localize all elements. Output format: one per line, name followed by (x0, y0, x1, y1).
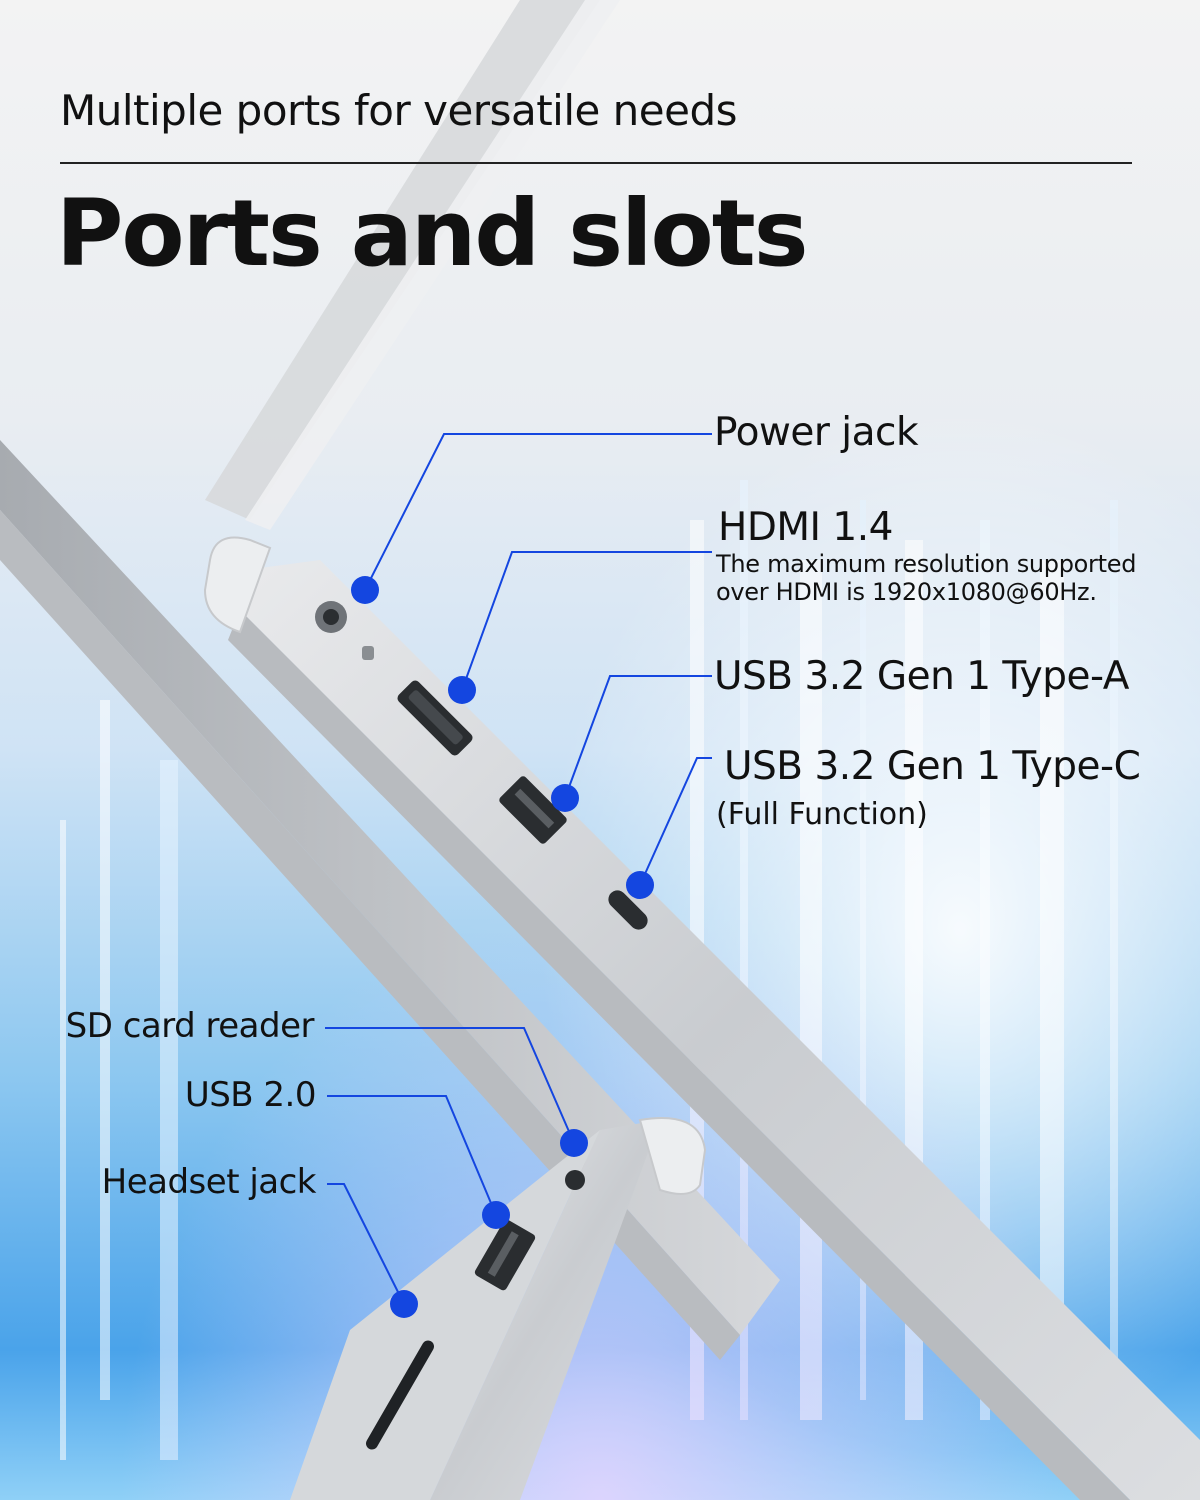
usb-2-label: USB 2.0 (184, 1075, 317, 1115)
headset-jack-label: Headset jack (101, 1162, 317, 1202)
usb-type-c-note: (Full Function) (716, 797, 928, 832)
usb-type-a-label: USB 3.2 Gen 1 Type-A (714, 654, 1129, 699)
hdmi-note-line2: over HDMI is 1920x1080@60Hz. (716, 578, 1097, 606)
usb-type-c-label: USB 3.2 Gen 1 Type-C (724, 744, 1141, 789)
sd-card-reader-label: SD card reader (65, 1006, 315, 1046)
header-divider (60, 162, 1132, 164)
hdmi-note-line1: The maximum resolution supported (716, 550, 1137, 578)
page-title: Ports and slots (56, 180, 808, 287)
page-subtitle: Multiple ports for versatile needs (60, 86, 738, 135)
power-jack-label: Power jack (714, 410, 919, 455)
hdmi-label: HDMI 1.4 (718, 505, 893, 550)
